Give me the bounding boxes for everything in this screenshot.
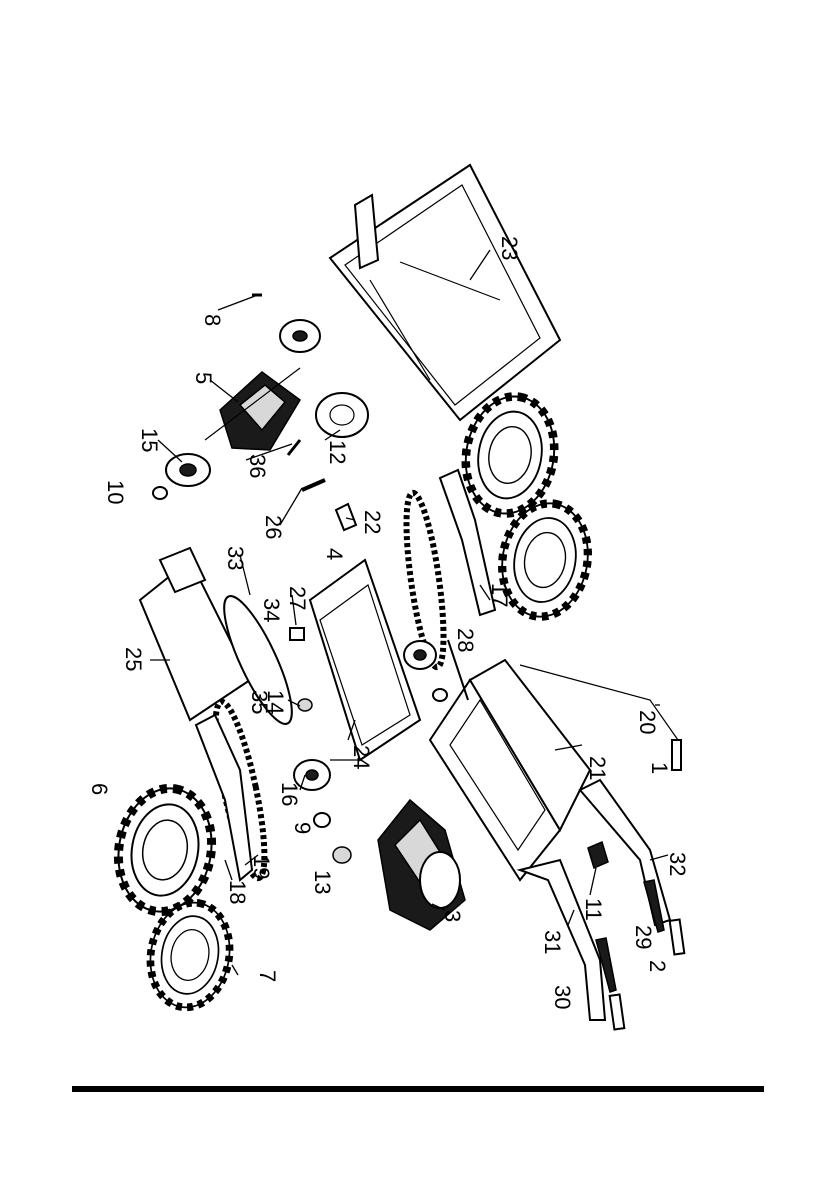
- label-3: 3: [440, 910, 465, 922]
- label-17: 17: [487, 583, 512, 607]
- part-grip-1: [672, 740, 681, 770]
- part-plate-27: [290, 628, 304, 640]
- label-11: 11: [581, 898, 606, 921]
- label-6: 6: [87, 783, 112, 795]
- label-24: 24: [349, 745, 374, 769]
- label-20: 20: [635, 710, 660, 734]
- part-pulley-15: [166, 454, 210, 486]
- label-29: 29: [631, 925, 656, 949]
- label-7: 7: [255, 970, 280, 982]
- label-12: 12: [325, 440, 350, 464]
- part-grip-2b: [610, 994, 625, 1029]
- label-18: 18: [225, 880, 250, 904]
- label-9: 9: [290, 822, 315, 834]
- part-wheel-7: [142, 896, 237, 1013]
- label-15: 15: [137, 428, 162, 452]
- label-4: 4: [322, 548, 347, 560]
- label-27: 27: [285, 586, 310, 610]
- label-22: 22: [360, 510, 385, 534]
- label-30: 30: [550, 985, 575, 1009]
- label-31: 31: [540, 930, 565, 954]
- label-36: 36: [245, 454, 270, 478]
- label-23: 23: [497, 236, 522, 260]
- part-wheel-6: [109, 781, 221, 919]
- bottom-rule: [72, 1086, 764, 1092]
- label-19: 19: [249, 855, 274, 879]
- label-28: 28: [453, 628, 478, 652]
- part-shaft-26: [302, 480, 325, 490]
- label-16: 16: [277, 782, 302, 806]
- label-10: 10: [103, 480, 128, 504]
- label-32: 32: [665, 852, 690, 876]
- part-hub: [280, 320, 320, 352]
- label-8: 8: [200, 314, 225, 326]
- label-13: 13: [310, 870, 335, 894]
- label-14: 14: [263, 690, 288, 714]
- label-33: 33: [223, 546, 248, 570]
- part-clamp-11: [588, 842, 608, 868]
- part-bearing-13: [333, 847, 351, 863]
- label-5: 5: [191, 372, 216, 384]
- part-chassis-24: [310, 560, 420, 760]
- label-2: 2: [645, 960, 670, 972]
- part-frame-21: [430, 660, 590, 880]
- part-hopper: [330, 165, 560, 420]
- part-bearing-9: [314, 813, 330, 827]
- label-21: 21: [585, 756, 610, 780]
- part-gearbox: [205, 368, 300, 450]
- label-1: 1: [647, 762, 672, 774]
- label-25: 25: [121, 647, 146, 671]
- label-34: 34: [259, 598, 284, 622]
- part-bearing-14: [298, 699, 312, 711]
- part-pin-36: [288, 440, 300, 455]
- part-disc-12: [316, 393, 368, 437]
- part-cap-10: [153, 487, 167, 499]
- part-grip-2: [670, 919, 685, 954]
- part-bracket-22: [336, 504, 356, 530]
- label-26: 26: [261, 515, 286, 539]
